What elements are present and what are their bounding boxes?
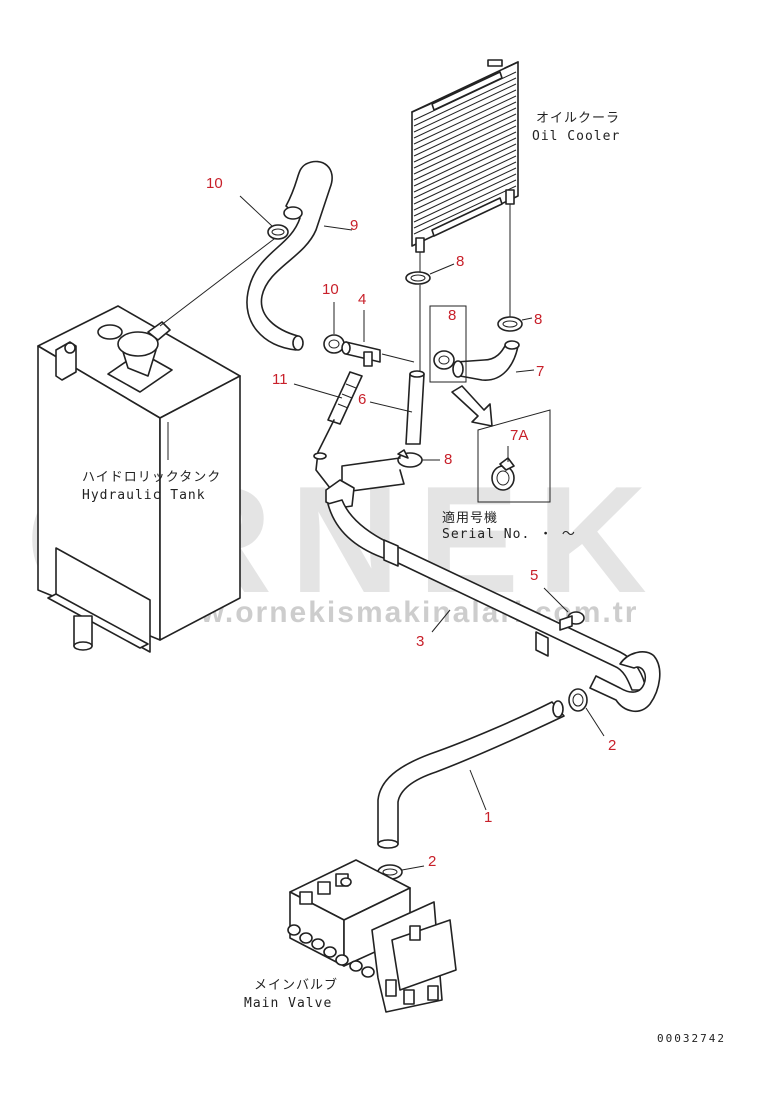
- clamp-10-lower: [323, 334, 345, 354]
- callout-9: 9: [350, 217, 358, 234]
- callout-8-box: 8: [448, 307, 456, 324]
- clamp-8-c: [433, 350, 455, 370]
- hydraulic-tank: [37, 305, 241, 653]
- callout-10-upper: 10: [206, 175, 223, 192]
- callout-8-right: 8: [534, 311, 542, 328]
- serial-label-en: Serial No. ・ ～: [442, 527, 576, 542]
- callout-8-upper: 8: [456, 253, 464, 270]
- clamp-7a: [491, 457, 515, 491]
- callout-2-lower: 2: [428, 853, 436, 870]
- hydraulic-tank-label-en: Hydraulic Tank: [82, 488, 206, 503]
- callout-7a: 7A: [510, 427, 528, 444]
- detail-box-7a: [477, 409, 551, 503]
- callout-2-upper: 2: [608, 737, 616, 754]
- hose-6: [405, 370, 425, 445]
- callout-4: 4: [358, 291, 366, 308]
- hose-11: [327, 371, 363, 425]
- callout-7: 7: [536, 363, 544, 380]
- pipe-3: [325, 479, 661, 712]
- drawing-number: 00032742: [657, 1032, 726, 1045]
- detail-box-8: [429, 305, 467, 383]
- clamp-2-upper: [568, 688, 588, 712]
- callout-10-lower: 10: [322, 281, 339, 298]
- callout-8-lower: 8: [444, 451, 452, 468]
- bolt-5: [559, 611, 585, 631]
- clamp-10-upper: [267, 224, 289, 240]
- clamp-8-d: [397, 449, 423, 468]
- hose-7: [452, 340, 520, 381]
- main-valve-label-en: Main Valve: [244, 996, 332, 1011]
- callout-11: 11: [272, 371, 288, 388]
- callout-6: 6: [358, 391, 366, 408]
- oil-cooler-label-en: Oil Cooler: [532, 129, 620, 144]
- clamp-8-a: [405, 271, 431, 285]
- callout-1: 1: [484, 809, 492, 826]
- main-valve: [287, 859, 457, 1013]
- clamp-8-b: [497, 316, 523, 332]
- oil-cooler-label-jp: オイルクーラ: [536, 111, 620, 126]
- hydraulic-tank-label-jp: ハイドロリックタンク: [82, 470, 221, 485]
- hose-1: [377, 700, 565, 849]
- serial-label-jp: 適用号機: [442, 510, 498, 526]
- oil-cooler: [411, 59, 519, 253]
- callouts: 10 9 8 10 4 8 8 7 11 6 7A 8 5 3 2 1 2: [206, 175, 616, 870]
- arrow-to-7a: [451, 385, 493, 427]
- callout-5: 5: [530, 567, 538, 584]
- tee-fitting-4: [341, 341, 381, 367]
- callout-3: 3: [416, 633, 424, 650]
- main-valve-label-jp: メインバルブ: [254, 977, 338, 993]
- hose-9: [246, 160, 333, 351]
